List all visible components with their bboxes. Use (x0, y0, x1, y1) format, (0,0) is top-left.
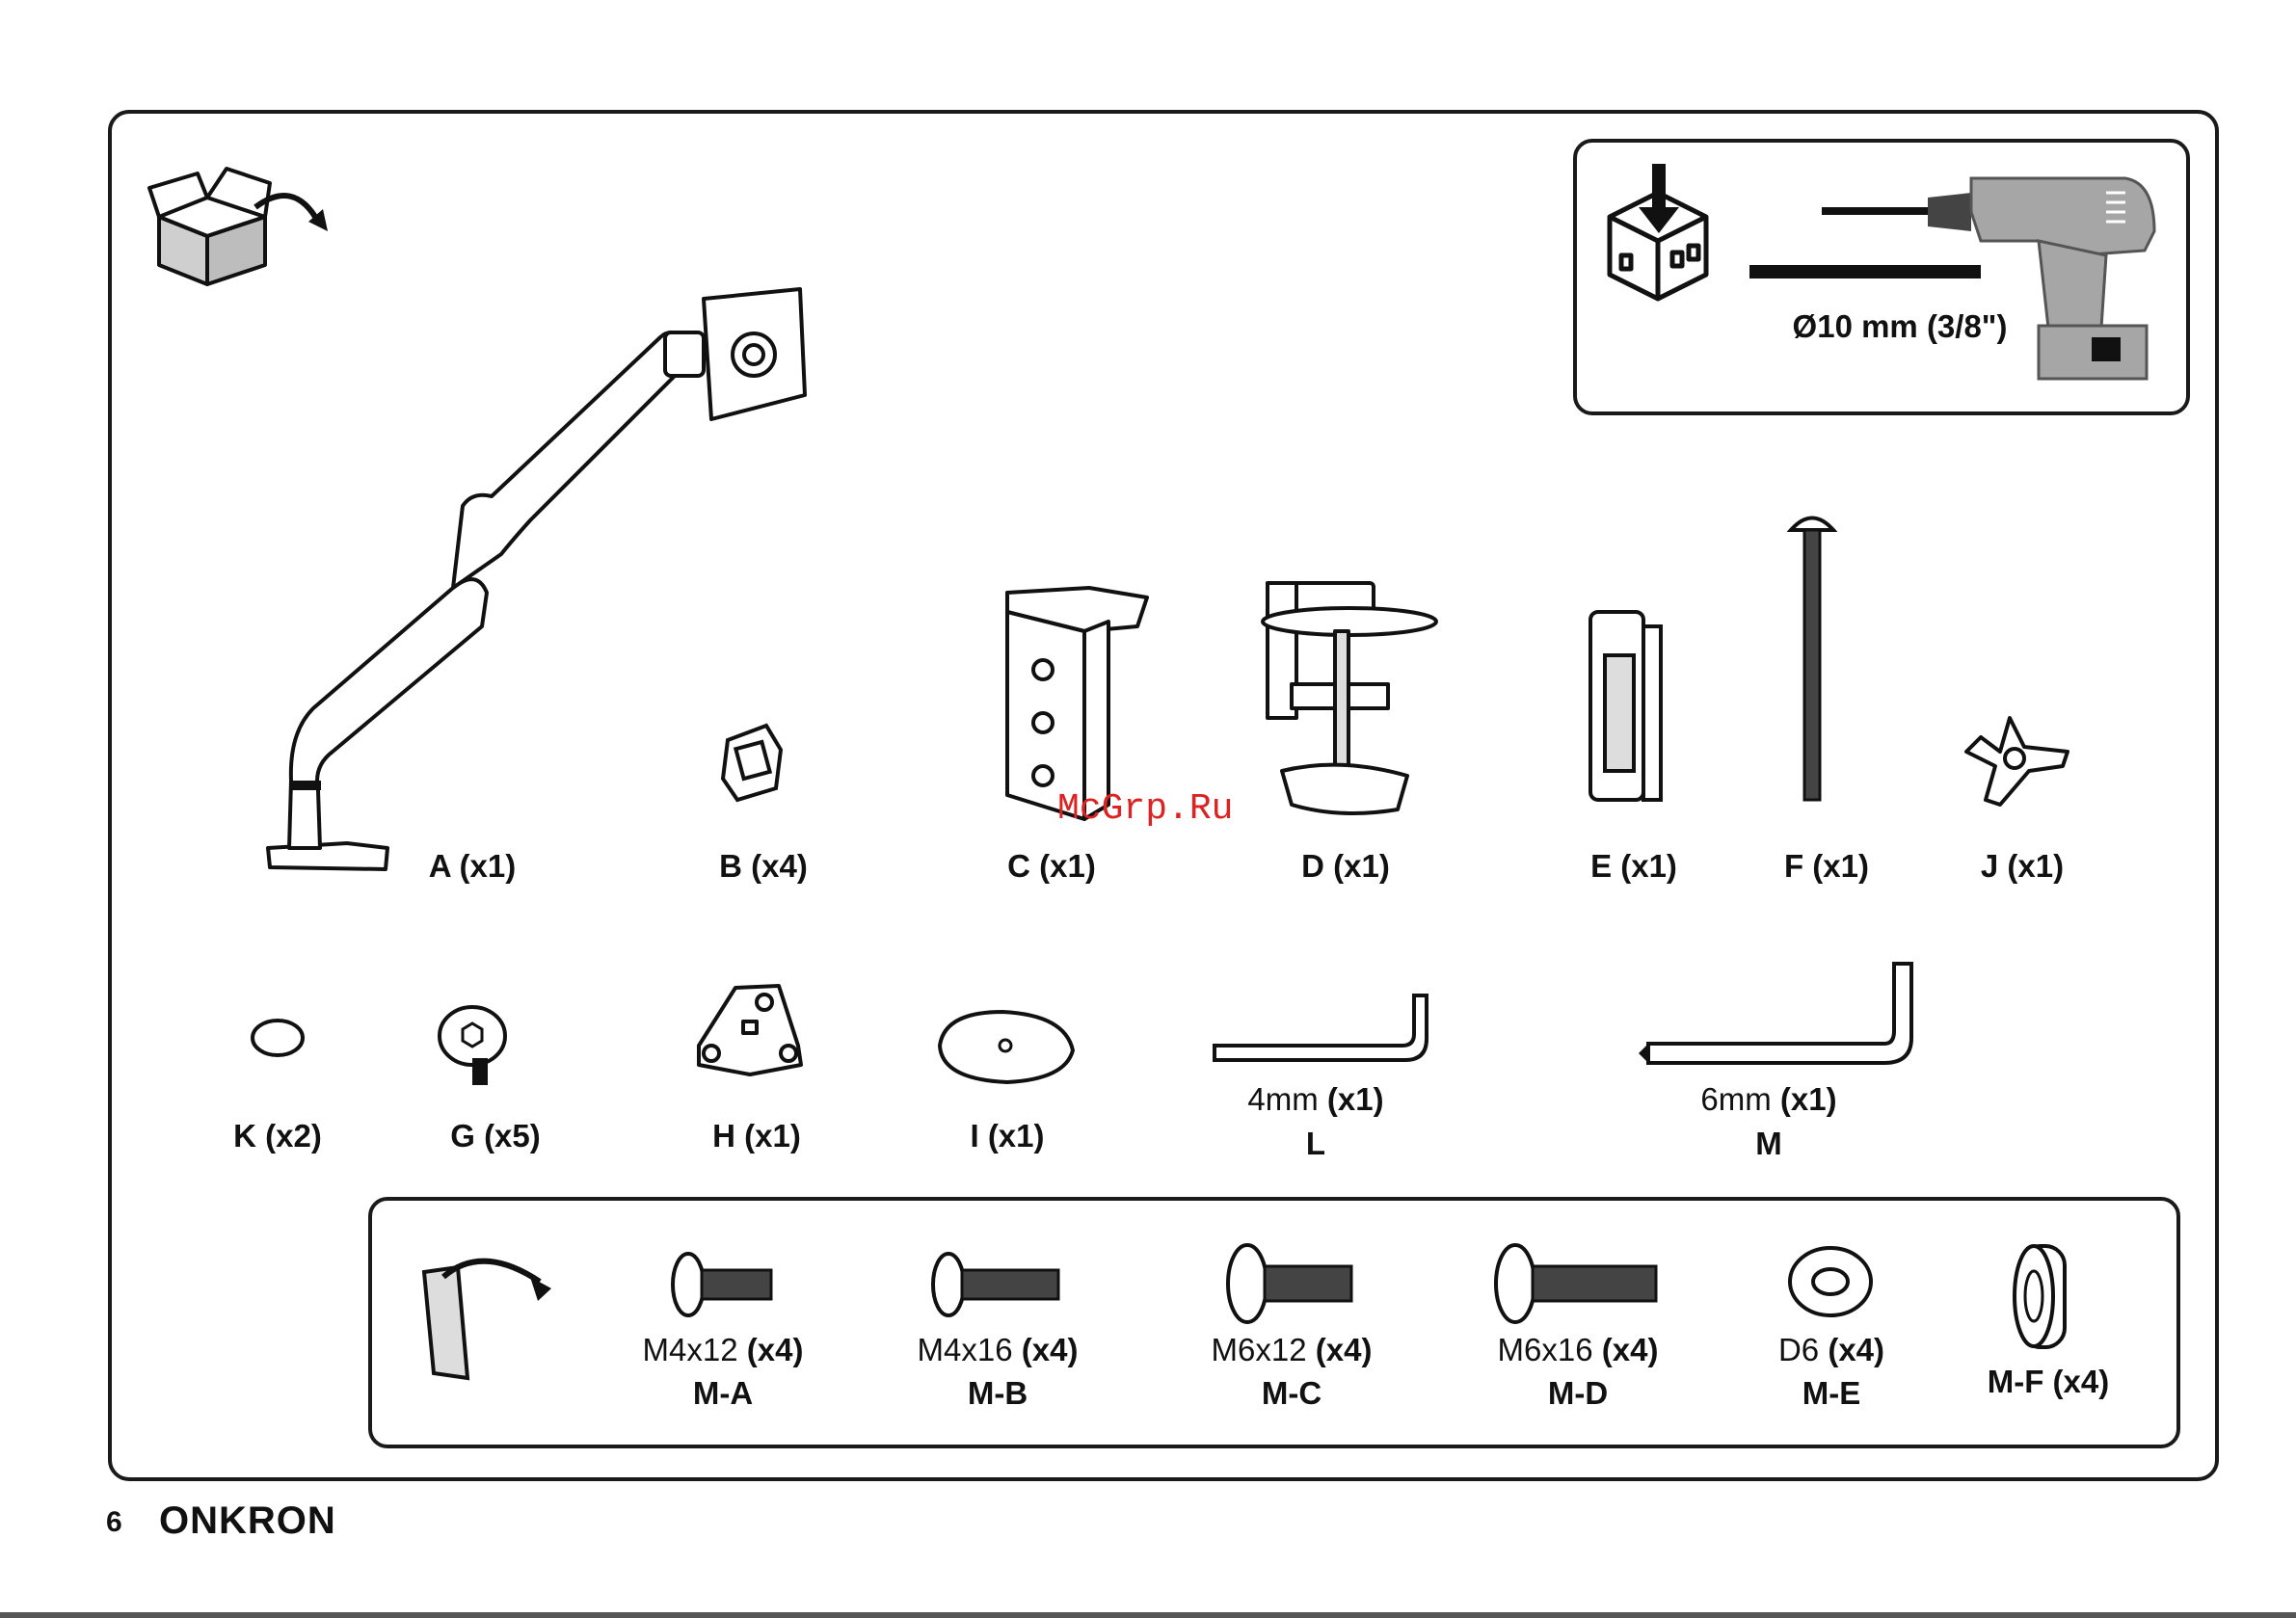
part-f-bolt-icon (1783, 506, 1841, 805)
brand-logo: ONKRON (159, 1499, 336, 1543)
hardware-m-c-code: M-C (1186, 1375, 1398, 1412)
screw-m6x16-icon (1494, 1243, 1663, 1325)
hardware-m-d-code: M-D (1472, 1375, 1684, 1412)
part-d-label: D (x1) (1268, 848, 1423, 885)
screw-m4x12-icon (671, 1251, 777, 1318)
part-h-plate-icon (687, 978, 813, 1084)
part-a-label: A (x1) (395, 848, 549, 885)
part-e-label: E (x1) (1557, 848, 1711, 885)
screw-m6x12-icon (1226, 1243, 1361, 1325)
part-k-label: K (x2) (200, 1118, 355, 1154)
part-g-label: G (x5) (418, 1118, 573, 1154)
part-j-label: J (x1) (1945, 848, 2099, 885)
hardware-m-d-size: M6x16 (x4) (1472, 1332, 1684, 1368)
hardware-m-b-code: M-B (892, 1375, 1104, 1412)
hardware-m-e-code: M-E (1735, 1375, 1928, 1412)
part-k-icon (249, 1017, 307, 1060)
hardware-bag-icon (414, 1248, 559, 1383)
hex-key-4mm-code: L (1224, 1126, 1407, 1162)
hardware-m-a-size: M4x12 (x4) (617, 1332, 829, 1368)
hex-key-4mm-size: 4mm (x1) (1224, 1081, 1407, 1118)
part-b-icon (718, 721, 795, 808)
part-f-label: F (x1) (1749, 848, 1904, 885)
part-j-knob-icon (1957, 708, 2072, 814)
page-number: 6 (106, 1506, 122, 1539)
part-h-label: H (x1) (680, 1118, 834, 1154)
watermark: McGrp.Ru (1057, 788, 1233, 830)
drill-icon (1749, 173, 2164, 395)
part-c-label: C (x1) (974, 848, 1129, 885)
hardware-m-e-size: D6 (x4) (1735, 1332, 1928, 1368)
hex-key-6mm-icon (1639, 959, 1918, 1065)
part-g-screw-icon (434, 1002, 516, 1089)
hex-key-6mm-size: 6mm (x1) (1677, 1081, 1860, 1118)
hardware-m-a-code: M-A (617, 1375, 829, 1412)
hardware-m-c-size: M6x12 (x4) (1186, 1332, 1398, 1368)
part-d-clamp-icon (1253, 573, 1446, 824)
hex-key-4mm-icon (1210, 991, 1436, 1068)
hardware-m-f-label: M-F (x4) (1947, 1364, 2149, 1400)
hardware-m-b-size: M4x16 (x4) (892, 1332, 1104, 1368)
spacer-m-f-icon (2010, 1241, 2087, 1352)
drill-bit-size: Ø10 mm (3/8") (1770, 308, 2030, 345)
bottom-rule (0, 1612, 2296, 1618)
part-i-label: I (x1) (930, 1118, 1084, 1154)
part-b-label: B (x4) (686, 848, 841, 885)
part-e-icon (1581, 602, 1677, 809)
part-i-pad-icon (930, 1007, 1080, 1084)
hex-key-6mm-code: M (1677, 1126, 1860, 1162)
wall-mount-icon (1600, 164, 1725, 308)
washer-d6-icon (1785, 1243, 1877, 1320)
screw-m4x16-icon (931, 1251, 1066, 1318)
unbox-icon (140, 140, 313, 294)
